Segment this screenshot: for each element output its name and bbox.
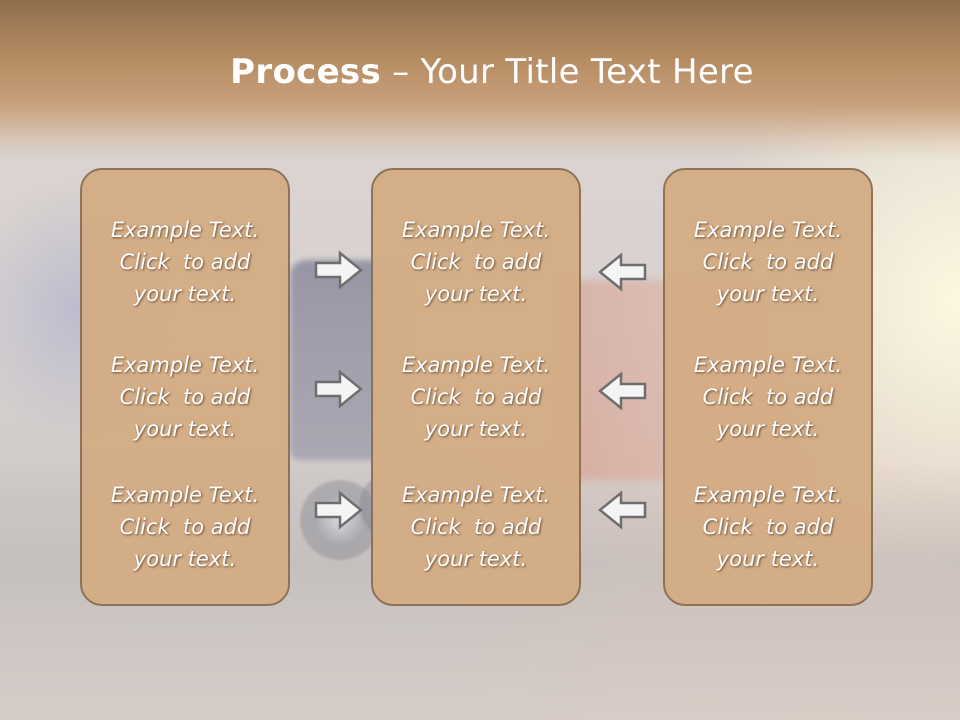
text-line: Example Text. bbox=[693, 353, 843, 377]
right-arrow-icon bbox=[314, 490, 364, 530]
right-arrow-icon bbox=[314, 369, 364, 409]
text-block[interactable]: Example Text. Click to add your text. bbox=[665, 479, 871, 575]
title-bold: Process bbox=[230, 52, 382, 92]
slide-title[interactable]: Process – Your Title Text Here bbox=[0, 52, 960, 92]
text-block[interactable]: Example Text. Click to add your text. bbox=[665, 349, 871, 445]
title-rest: – Your Title Text Here bbox=[381, 52, 754, 92]
right-arrow-icon bbox=[314, 250, 364, 290]
text-line: Click to add bbox=[410, 515, 542, 539]
text-line: your text. bbox=[424, 547, 528, 571]
text-line: Example Text. bbox=[110, 483, 260, 507]
text-line: Example Text. bbox=[401, 353, 551, 377]
title-bar bbox=[0, 0, 960, 160]
text-line: your text. bbox=[424, 282, 528, 306]
text-line: Click to add bbox=[702, 515, 834, 539]
text-line: your text. bbox=[716, 417, 820, 441]
text-block[interactable]: Example Text. Click to add your text. bbox=[82, 349, 288, 445]
text-line: your text. bbox=[424, 417, 528, 441]
text-line: Click to add bbox=[119, 385, 251, 409]
text-line: Example Text. bbox=[401, 483, 551, 507]
text-line: Click to add bbox=[119, 250, 251, 274]
text-line: your text. bbox=[133, 282, 237, 306]
text-block[interactable]: Example Text. Click to add your text. bbox=[373, 214, 579, 310]
text-line: your text. bbox=[133, 417, 237, 441]
text-line: Click to add bbox=[702, 250, 834, 274]
text-line: Click to add bbox=[119, 515, 251, 539]
text-line: Example Text. bbox=[693, 218, 843, 242]
text-block[interactable]: Example Text. Click to add your text. bbox=[373, 479, 579, 575]
process-box-left[interactable]: Example Text. Click to add your text. Ex… bbox=[80, 168, 290, 606]
text-line: your text. bbox=[133, 547, 237, 571]
text-line: Click to add bbox=[410, 250, 542, 274]
text-block[interactable]: Example Text. Click to add your text. bbox=[82, 214, 288, 310]
left-arrow-icon bbox=[597, 371, 647, 411]
text-line: Click to add bbox=[702, 385, 834, 409]
text-line: your text. bbox=[716, 547, 820, 571]
left-arrow-icon bbox=[597, 252, 647, 292]
text-line: your text. bbox=[716, 282, 820, 306]
text-line: Example Text. bbox=[110, 218, 260, 242]
text-line: Example Text. bbox=[693, 483, 843, 507]
text-line: Example Text. bbox=[401, 218, 551, 242]
left-arrow-icon bbox=[597, 490, 647, 530]
text-block[interactable]: Example Text. Click to add your text. bbox=[373, 349, 579, 445]
text-block[interactable]: Example Text. Click to add your text. bbox=[665, 214, 871, 310]
text-line: Click to add bbox=[410, 385, 542, 409]
process-box-right[interactable]: Example Text. Click to add your text. Ex… bbox=[663, 168, 873, 606]
text-line: Example Text. bbox=[110, 353, 260, 377]
process-box-middle[interactable]: Example Text. Click to add your text. Ex… bbox=[371, 168, 581, 606]
text-block[interactable]: Example Text. Click to add your text. bbox=[82, 479, 288, 575]
